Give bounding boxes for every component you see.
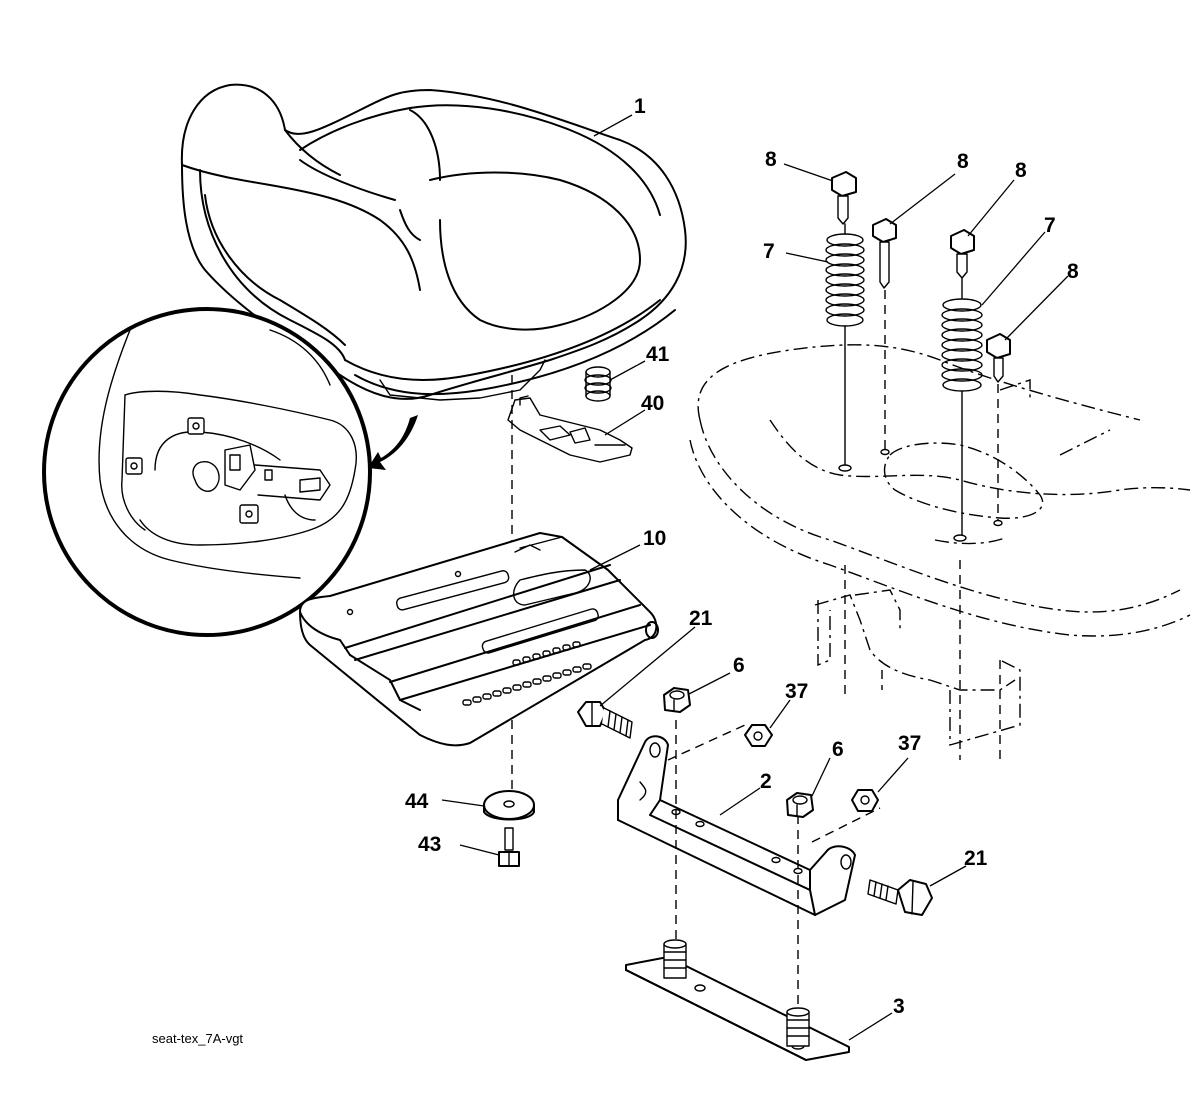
callout-44: 44 (405, 790, 429, 813)
callout-21-right: 21 (964, 847, 988, 870)
callout-6-right: 6 (832, 738, 844, 761)
callout-7-left: 7 (763, 240, 775, 263)
seat-pan-part-10 (299, 532, 659, 747)
mower-frame (689, 344, 1191, 760)
callout-8-d: 8 (1067, 260, 1079, 283)
drawing-code: seat-tex_7A-vgt (152, 1031, 243, 1046)
screw-part-43 (498, 827, 520, 867)
spring-part-41 (584, 366, 612, 402)
callout-8-b: 8 (957, 150, 969, 173)
callout-6-left: 6 (733, 654, 745, 677)
plate-part-3 (625, 939, 850, 1061)
spring-part-7-right (941, 298, 983, 392)
bolt-part-8-b (872, 218, 897, 289)
seat-part-1 (180, 83, 687, 401)
callout-10: 10 (643, 527, 666, 550)
callout-7-right: 7 (1044, 214, 1056, 237)
clip-part-40 (507, 395, 633, 463)
callout-8-a: 8 (765, 148, 777, 171)
locknut-part-37-right (851, 789, 879, 812)
callout-37-left: 37 (785, 680, 808, 703)
callout-41: 41 (646, 343, 670, 366)
callout-43: 43 (418, 833, 441, 856)
nut-part-6-right (786, 792, 814, 818)
callout-40: 40 (641, 392, 664, 415)
callout-21-left: 21 (689, 607, 713, 630)
callout-labels: 1 8 8 8 8 7 7 41 40 10 21 6 37 2 6 37 21… (405, 95, 1079, 1018)
bolt-part-8-d (986, 333, 1011, 383)
bolt-part-8-a (831, 171, 857, 225)
callout-37-right: 37 (898, 732, 921, 755)
bolt-part-8-c (950, 229, 975, 279)
seat-pan-slots (462, 641, 592, 706)
nut-part-6-left (663, 687, 691, 713)
bolt-part-21-left (577, 701, 633, 739)
callout-3: 3 (893, 995, 905, 1018)
detail-magnifier (42, 307, 418, 637)
callout-1: 1 (634, 95, 646, 118)
spring-part-7-left (825, 233, 865, 327)
knob-part-44 (483, 790, 535, 821)
locknut-part-37-left (744, 724, 773, 747)
bolt-part-21-right (867, 879, 933, 916)
callout-2: 2 (760, 770, 772, 793)
leader-lines (441, 114, 1069, 1041)
callout-8-c: 8 (1015, 159, 1027, 182)
bracket-part-2 (617, 735, 856, 916)
